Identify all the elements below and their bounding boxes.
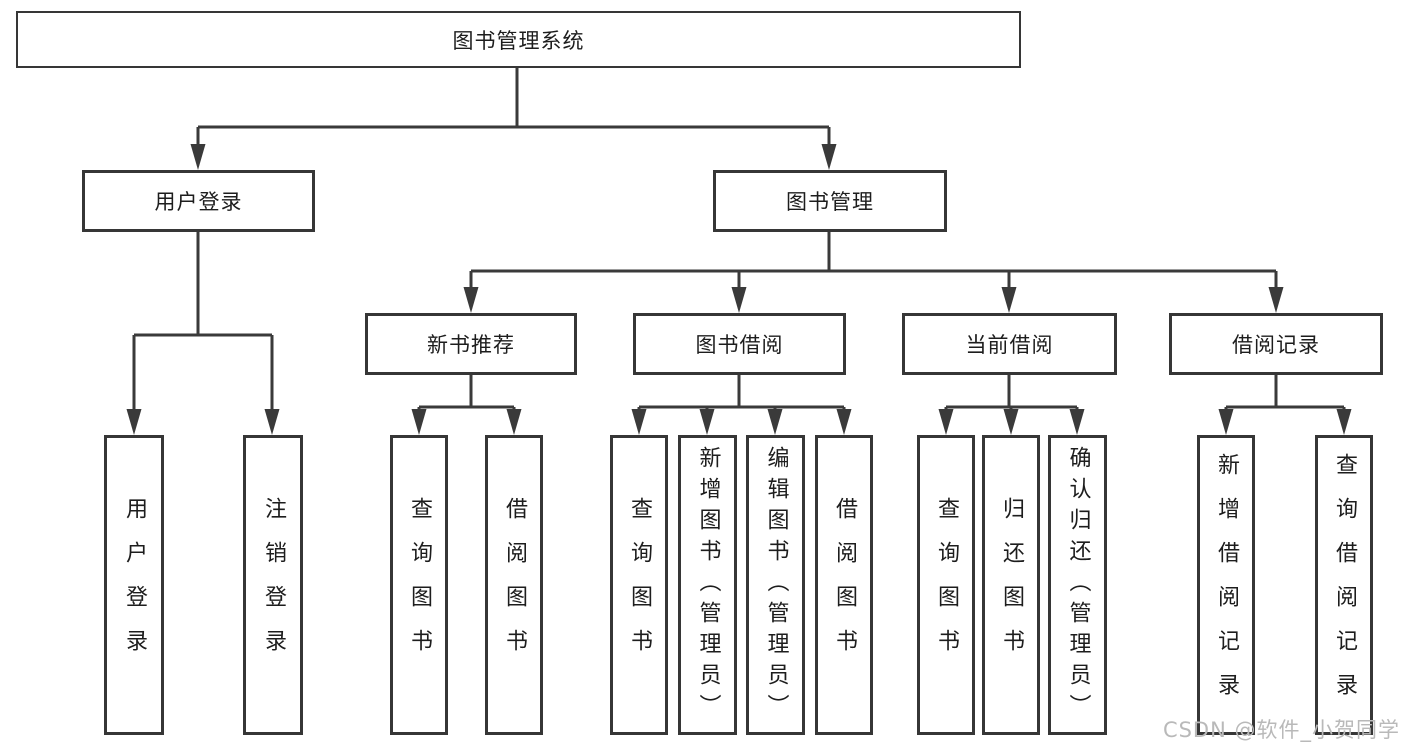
node-book-borrow-label: 图书借阅 [695,333,784,357]
leaf-borrow-query-book: 查询图书 [610,435,668,735]
node-book-management: 图书管理 [713,170,947,232]
leaf-confirm-return-admin-label: 确认归还（管理员） [1065,445,1091,725]
leaf-recommend-query-book: 查询图书 [390,435,448,735]
leaf-borrow-query-book-label: 查询图书 [627,497,652,673]
node-user-login: 用户登录 [82,170,315,232]
leaf-return-book: 归还图书 [982,435,1040,735]
node-current-borrow: 当前借阅 [902,313,1117,375]
node-book-management-label: 图书管理 [786,190,874,214]
node-current-borrow-label: 当前借阅 [965,333,1054,357]
leaf-recommend-borrow-book: 借阅图书 [485,435,543,735]
leaf-current-query-book-label: 查询图书 [934,497,959,673]
leaf-query-borrow-record-label: 查询借阅记录 [1332,453,1357,717]
node-user-login-label: 用户登录 [154,190,243,214]
node-root: 图书管理系统 [16,11,1021,68]
node-borrow-records-label: 借阅记录 [1232,333,1320,357]
leaf-logout: 注销登录 [243,435,303,735]
leaf-edit-book-admin-label: 编辑图书（管理员） [763,445,789,725]
node-borrow-records: 借阅记录 [1169,313,1383,375]
leaf-borrow-book: 借阅图书 [815,435,873,735]
leaf-add-book-admin: 新增图书（管理员） [678,435,737,735]
leaf-add-borrow-record: 新增借阅记录 [1197,435,1255,735]
leaf-query-borrow-record: 查询借阅记录 [1315,435,1373,735]
node-new-book-recommend: 新书推荐 [365,313,577,375]
leaf-borrow-book-label: 借阅图书 [832,497,857,673]
leaf-recommend-borrow-book-label: 借阅图书 [502,497,527,673]
watermark: CSDN @软件_小贺同学 [1162,718,1400,742]
node-book-borrow: 图书借阅 [633,313,846,375]
leaf-user-login: 用户登录 [104,435,164,735]
leaf-add-book-admin-label: 新增图书（管理员） [695,445,721,725]
leaf-add-borrow-record-label: 新增借阅记录 [1214,453,1239,717]
leaf-edit-book-admin: 编辑图书（管理员） [746,435,805,735]
leaf-logout-label: 注销登录 [261,497,286,673]
leaf-return-book-label: 归还图书 [999,497,1024,673]
leaf-recommend-query-book-label: 查询图书 [407,497,432,673]
node-root-label: 图书管理系统 [452,28,585,53]
leaf-current-query-book: 查询图书 [917,435,975,735]
node-new-book-recommend-label: 新书推荐 [427,333,515,357]
leaf-confirm-return-admin: 确认归还（管理员） [1048,435,1107,735]
leaf-user-login-label: 用户登录 [122,497,147,673]
